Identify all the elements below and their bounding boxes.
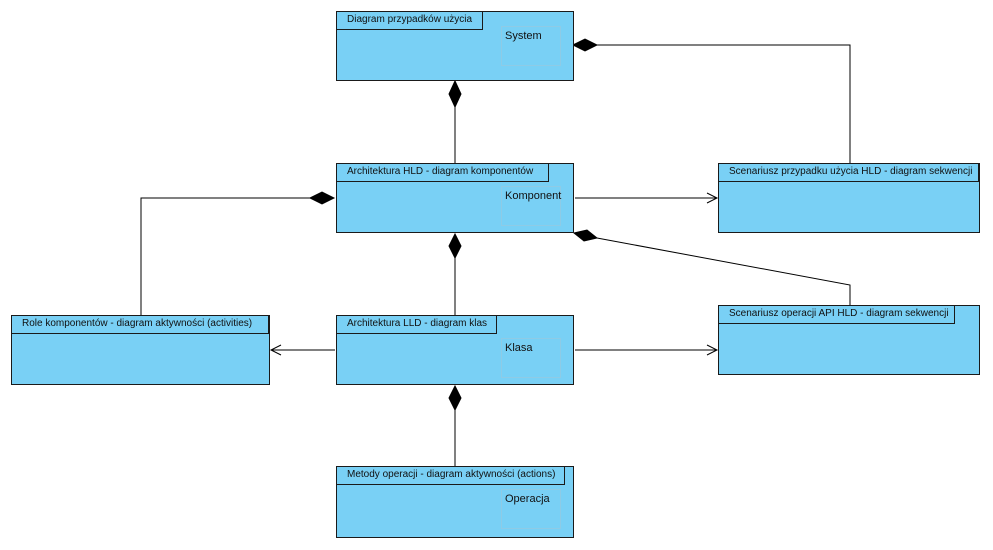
inner-element: Klasa bbox=[501, 338, 561, 378]
frame-title: Metody operacji - diagram aktywności (ac… bbox=[337, 467, 565, 485]
frame-operation-methods-diagram[interactable]: Metody operacji - diagram aktywności (ac… bbox=[336, 466, 574, 538]
arrowhead-hldseq bbox=[706, 192, 719, 204]
composition-diamond-hld-left bbox=[308, 191, 336, 205]
inner-element: Operacja bbox=[501, 489, 561, 529]
connector-api-to-hld bbox=[596, 237, 851, 305]
composition-diamond-hld-bottomright bbox=[572, 229, 599, 242]
frame-hld-component-diagram[interactable]: Architektura HLD - diagram komponentów K… bbox=[336, 163, 574, 233]
frame-api-sequence-diagram[interactable]: Scenariusz operacji API HLD - diagram se… bbox=[718, 305, 980, 375]
frame-title: Scenariusz operacji API HLD - diagram se… bbox=[719, 306, 955, 324]
inner-element: Komponent bbox=[501, 186, 561, 226]
frame-title: Scenariusz przypadku użycia HLD - diagra… bbox=[719, 164, 979, 182]
frame-title: Architektura LLD - diagram klas bbox=[337, 316, 497, 334]
arrowhead-roles bbox=[269, 344, 282, 356]
composition-diamond-usecase-right bbox=[571, 38, 599, 52]
composition-diamond-usecase-bottom bbox=[448, 79, 462, 109]
connector-hldseq-to-usecase bbox=[597, 44, 851, 163]
composition-diamond-hld-bottom bbox=[448, 232, 462, 260]
frame-hld-sequence-diagram[interactable]: Scenariusz przypadku użycia HLD - diagra… bbox=[718, 163, 980, 233]
frame-title: Diagram przypadków użycia bbox=[337, 12, 483, 30]
composition-diamond-lld-bottom bbox=[448, 384, 462, 412]
frame-use-case-diagram[interactable]: Diagram przypadków użycia System bbox=[336, 11, 574, 81]
frame-roles-activity-diagram[interactable]: Role komponentów - diagram aktywności (a… bbox=[11, 315, 270, 385]
inner-element: System bbox=[501, 26, 561, 66]
connector-roles-to-hld bbox=[140, 197, 310, 315]
frame-lld-class-diagram[interactable]: Architektura LLD - diagram klas Klasa bbox=[336, 315, 574, 385]
arrowhead-api bbox=[706, 344, 719, 356]
frame-title: Architektura HLD - diagram komponentów bbox=[337, 164, 549, 182]
frame-title: Role komponentów - diagram aktywności (a… bbox=[12, 316, 269, 334]
